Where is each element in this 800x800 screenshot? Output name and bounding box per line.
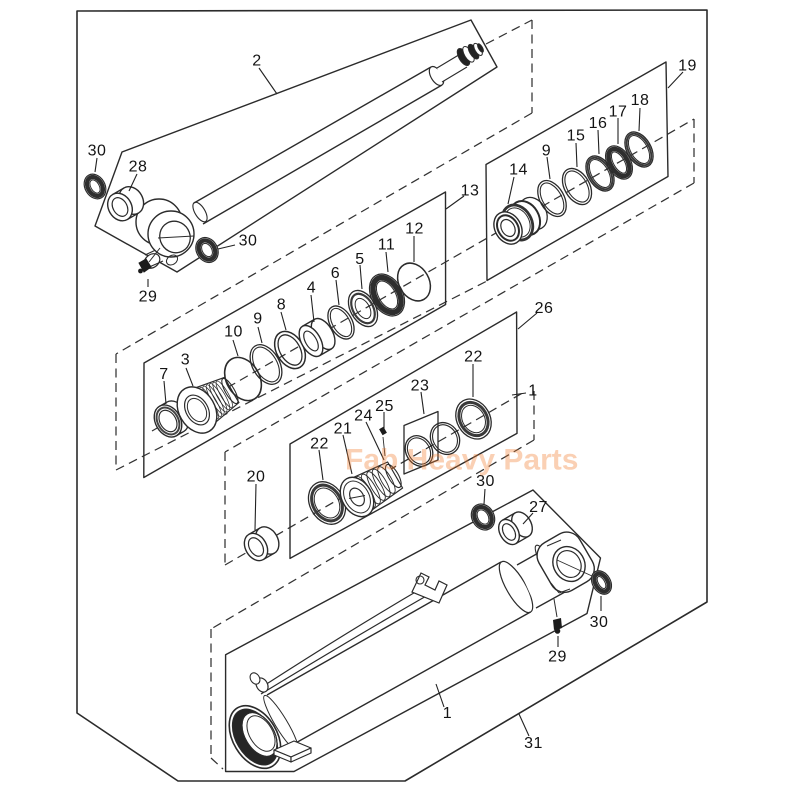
svg-text:4: 4 — [307, 280, 316, 297]
svg-text:26: 26 — [535, 300, 554, 317]
svg-text:19: 19 — [678, 58, 697, 75]
svg-text:31: 31 — [524, 735, 543, 752]
svg-text:9: 9 — [542, 143, 551, 160]
svg-text:12: 12 — [405, 221, 424, 238]
svg-text:27: 27 — [529, 499, 548, 516]
svg-text:6: 6 — [331, 265, 340, 282]
svg-text:29: 29 — [548, 649, 567, 666]
svg-text:22: 22 — [310, 436, 329, 453]
svg-text:18: 18 — [631, 92, 650, 109]
svg-text:23: 23 — [411, 378, 430, 395]
svg-text:5: 5 — [355, 251, 364, 268]
svg-text:8: 8 — [277, 297, 286, 314]
svg-text:1: 1 — [528, 383, 537, 400]
svg-text:Fab Heavy Parts: Fab Heavy Parts — [345, 444, 578, 477]
svg-text:30: 30 — [476, 473, 495, 490]
svg-text:20: 20 — [247, 469, 266, 486]
svg-text:1: 1 — [443, 705, 452, 722]
svg-text:25: 25 — [375, 398, 394, 415]
svg-text:2: 2 — [252, 53, 261, 70]
svg-text:15: 15 — [567, 128, 586, 145]
svg-text:14: 14 — [509, 162, 528, 179]
svg-text:16: 16 — [589, 115, 608, 132]
svg-text:7: 7 — [159, 366, 168, 383]
svg-text:13: 13 — [461, 183, 480, 200]
svg-text:30: 30 — [590, 614, 609, 631]
svg-text:30: 30 — [239, 233, 258, 250]
svg-text:11: 11 — [378, 237, 396, 254]
svg-text:3: 3 — [181, 352, 190, 369]
svg-text:24: 24 — [354, 408, 373, 425]
svg-text:28: 28 — [129, 159, 148, 176]
svg-text:10: 10 — [224, 324, 243, 341]
svg-text:22: 22 — [464, 349, 483, 366]
svg-text:17: 17 — [609, 104, 628, 121]
svg-text:9: 9 — [253, 311, 262, 328]
svg-text:29: 29 — [139, 289, 158, 306]
svg-text:21: 21 — [334, 421, 353, 438]
svg-text:30: 30 — [88, 143, 107, 160]
